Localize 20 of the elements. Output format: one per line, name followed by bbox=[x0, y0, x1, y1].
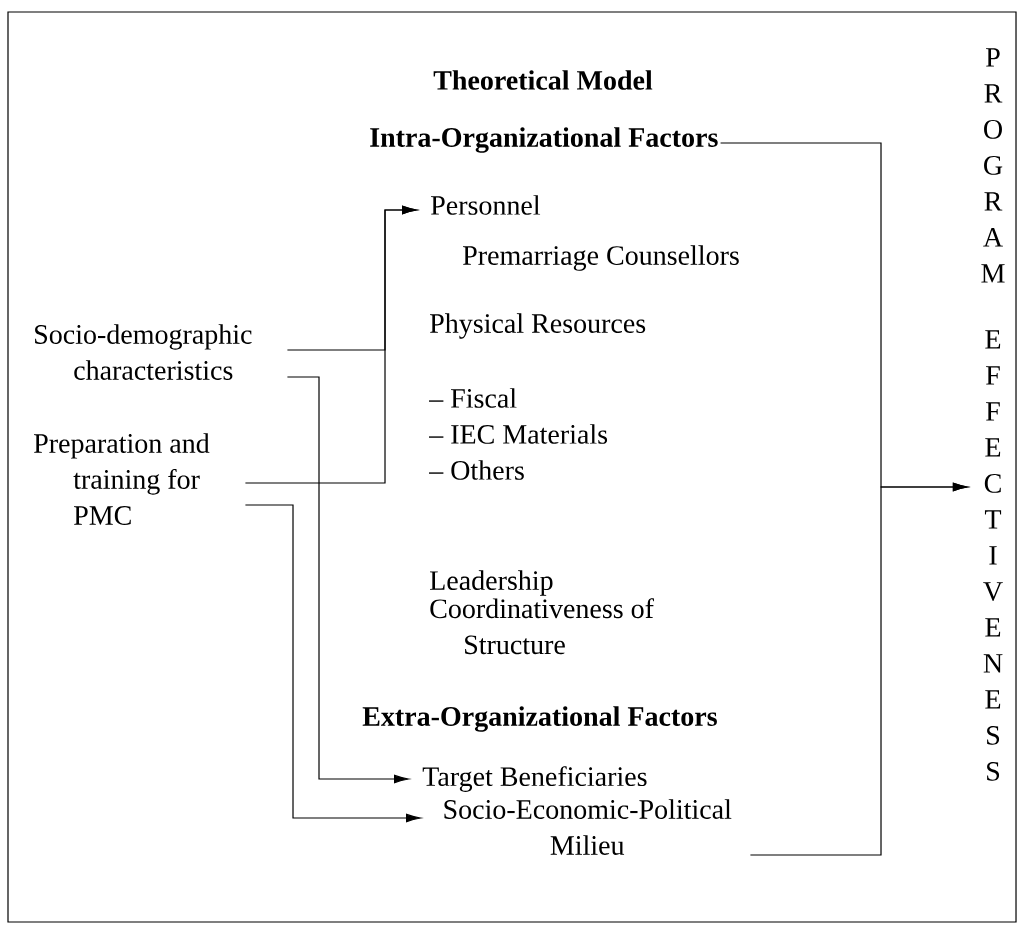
title: Theoretical Model bbox=[433, 70, 653, 90]
label-text: – Fiscal bbox=[429, 388, 517, 408]
factor-label: Personnel bbox=[431, 195, 541, 215]
arrow bbox=[244, 504, 421, 823]
label-text: – Others bbox=[429, 460, 524, 480]
arrow bbox=[286, 376, 409, 784]
factor-label: Socio-demographic characteristics bbox=[35, 324, 252, 380]
arrow bbox=[244, 205, 417, 484]
heading-text: Intra-Organizational Factors bbox=[370, 127, 718, 153]
outcome-label: PROGRAM EFFECTIVENESS bbox=[981, 48, 1005, 781]
label-text: Premarriage Counsellors bbox=[463, 245, 739, 271]
factor-label: Socio-Economic-Political Milieu bbox=[444, 799, 732, 855]
arrow bbox=[749, 482, 968, 856]
label-text: Physical Resources bbox=[430, 313, 646, 339]
factor-label: Preparation and training for PMC bbox=[34, 433, 210, 525]
label-text: Coordinativeness of Structure bbox=[430, 598, 654, 655]
label-text: Leadership bbox=[430, 570, 553, 596]
label-text: – IEC Materials bbox=[429, 424, 608, 444]
heading-text: Extra-Organizational Factors bbox=[362, 706, 717, 732]
factor-label: Target Beneficiaries bbox=[422, 766, 647, 792]
